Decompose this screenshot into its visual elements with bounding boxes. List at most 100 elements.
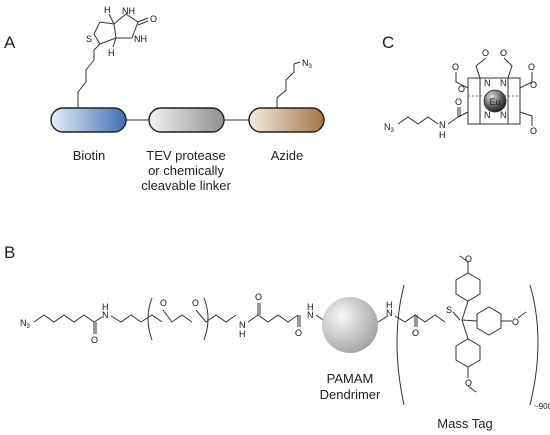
carboxyl-arm-1	[455, 72, 469, 89]
sulfur-atom: S	[86, 34, 92, 44]
o-5: O	[528, 62, 535, 72]
b-o-2: O	[160, 298, 167, 308]
b-azide-n: N3	[20, 318, 31, 330]
b-n-2: N	[239, 320, 246, 330]
dendrimer-label-2: Dendrimer	[320, 387, 381, 402]
panel-a: Biotin TEV protease or chemically cleava…	[50, 5, 325, 193]
o-7: O	[530, 126, 537, 136]
biotin-segment	[50, 107, 127, 133]
b-s-trityl	[452, 311, 461, 321]
o-1: O	[452, 62, 459, 72]
hydrogen-bottom: H	[108, 48, 115, 58]
b-o-6: O	[412, 328, 419, 338]
b-dendrimer-out	[377, 315, 389, 323]
o-2: O	[458, 84, 465, 94]
o-3: O	[482, 48, 489, 58]
dota-n-1: N	[484, 78, 491, 88]
panel-c: N3 N H O O O O O O O O N N N N Eu	[384, 48, 537, 140]
azide-label: Azide	[271, 148, 304, 163]
carboxyl-arm-3	[503, 57, 513, 79]
nh-right: NH	[134, 34, 147, 44]
peg-bracket-right	[203, 297, 209, 341]
nh-top: NH	[122, 6, 135, 16]
b-propyl-1	[110, 314, 142, 323]
h-bond-bottom	[112, 37, 117, 48]
aryl-ring-right	[476, 306, 502, 336]
hydrogen-top: H	[104, 5, 111, 15]
dota-n-4: N	[500, 110, 507, 120]
linker-label-line1: TEV protease	[146, 148, 226, 163]
b-h-4: H	[386, 300, 393, 310]
biotin-chain	[77, 43, 101, 108]
h-bond-top	[108, 13, 115, 25]
panel-a-label: A	[4, 33, 16, 52]
biotin-structure: S NH NH O H H	[77, 5, 157, 108]
b-succinyl-chain	[247, 314, 299, 323]
azide-chain	[276, 61, 301, 108]
b-amide-bond-1	[93, 316, 103, 323]
dota-n-2: N	[500, 78, 507, 88]
b-h-3: H	[307, 302, 314, 312]
b-o-4: O	[255, 292, 262, 302]
c-amide-h: H	[439, 130, 446, 140]
dota-cage	[467, 77, 521, 125]
mass-tag-label: Mass Tag	[437, 416, 492, 431]
dota-attach	[457, 111, 469, 118]
b-alkyl-chain	[33, 314, 95, 323]
b-n-4: N	[386, 308, 393, 318]
azide-segment	[248, 107, 325, 133]
thiolane-ring	[93, 21, 117, 45]
carbonyl-bond-double	[137, 20, 149, 26]
o-4: O	[500, 48, 507, 58]
b-h-1: H	[102, 302, 109, 312]
b-h-2: H	[239, 329, 246, 339]
dendrimer-label-1: PAMAM	[327, 371, 374, 386]
trityl-bond-right	[461, 319, 478, 322]
c-linker-chain	[397, 116, 439, 125]
methoxy-o-top: O	[465, 254, 472, 264]
masstag-bracket-right	[529, 284, 539, 406]
linker-label-line2: or chemically	[148, 163, 224, 178]
b-o-3: O	[192, 298, 199, 308]
trityl-bond-top	[461, 300, 469, 321]
panel-c-label: C	[382, 33, 394, 52]
linker-label-line3: cleavable linker	[141, 178, 231, 193]
methyl-right	[517, 311, 527, 319]
carbonyl-bond	[137, 17, 149, 23]
b-peg-link	[140, 314, 163, 323]
c-amide-n: N	[439, 120, 446, 130]
azide-structure: N3	[276, 58, 313, 108]
methyl-top	[459, 255, 469, 263]
b-n-1: N	[102, 310, 109, 320]
carboxyl-arm-5	[519, 111, 533, 126]
masstag-bracket-left	[396, 284, 405, 406]
carboxyl-arm-2	[475, 57, 487, 79]
methoxy-o-right: O	[512, 317, 519, 327]
europium-ion	[483, 89, 507, 113]
b-s: S	[446, 305, 452, 315]
panel-b: N3 O N H O O N H O O N H PAMAM Dendrimer	[20, 254, 550, 431]
europium-label: Eu	[489, 97, 500, 107]
b-propyl-2	[195, 309, 237, 323]
carboxyl-arm-4	[519, 72, 533, 89]
c-carbonyl-o: O	[455, 97, 462, 107]
aryl-ring-top	[455, 272, 481, 302]
trityl-bond-bottom	[461, 319, 469, 340]
repeat-count: ~900	[534, 402, 550, 411]
methyl-bottom	[467, 385, 477, 393]
azide-n: N3	[302, 58, 313, 70]
c-azide-n: N3	[384, 122, 395, 134]
b-peg-chain	[162, 309, 193, 323]
o-6: O	[530, 80, 537, 90]
dota-n-3: N	[484, 110, 491, 120]
panel-b-label: B	[4, 243, 15, 262]
methoxy-o-bottom: O	[465, 378, 472, 388]
peg-bracket-left	[147, 297, 153, 341]
b-n-3: N	[307, 310, 314, 320]
carbonyl-oxygen: O	[150, 14, 157, 24]
c-amide-bond	[447, 116, 459, 125]
aryl-ring-bottom	[455, 338, 481, 368]
b-o-5: O	[295, 328, 302, 338]
linker-segment	[148, 107, 225, 133]
